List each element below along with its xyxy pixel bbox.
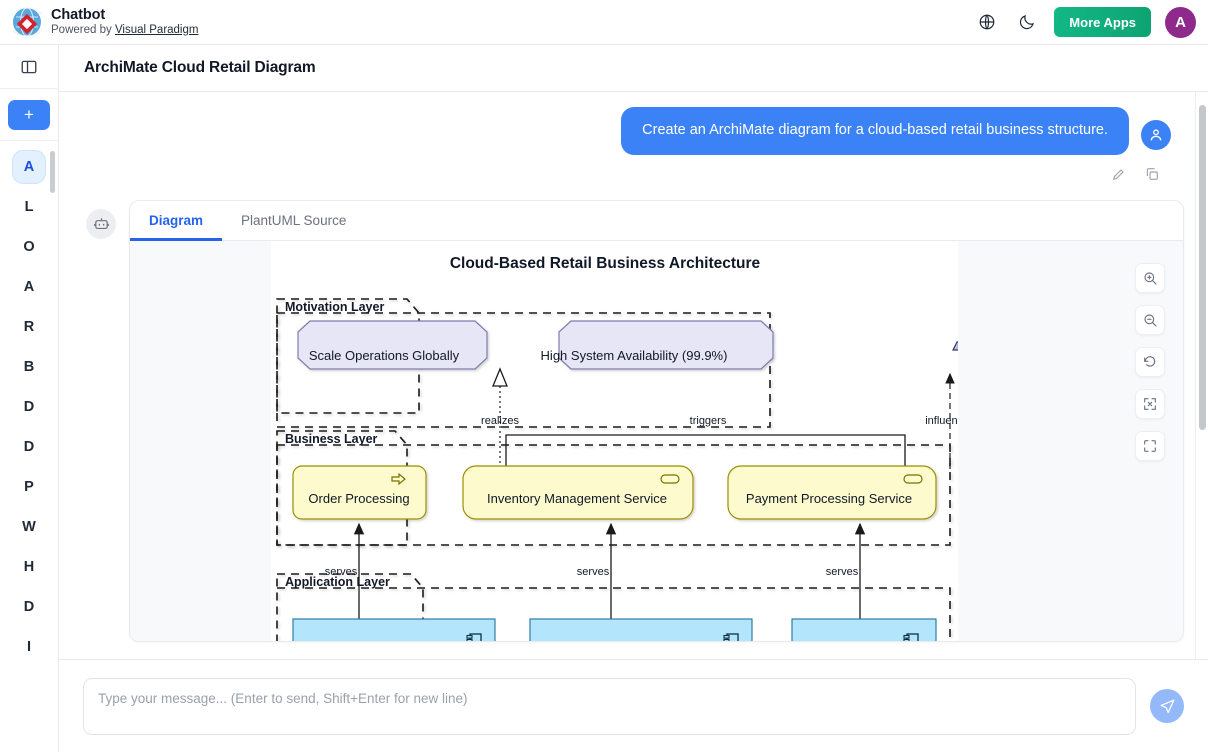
diagram-card: Diagram PlantUML Source	[129, 199, 1184, 642]
user-message-bubble: Create an ArchiMate diagram for a cloud-…	[621, 107, 1129, 155]
reset-zoom-icon[interactable]	[1135, 346, 1165, 377]
zoom-out-icon[interactable]	[1135, 304, 1165, 335]
chat-item-8[interactable]: P	[24, 479, 34, 495]
powered-by: Powered by Visual Paradigm	[51, 24, 198, 37]
main-area: ArchiMate Cloud Retail Diagram Create an…	[59, 45, 1208, 752]
rail-header	[0, 45, 58, 89]
requirement-icon	[952, 340, 958, 351]
copy-icon[interactable]	[1144, 166, 1160, 182]
chat-item-11[interactable]: D	[23, 599, 35, 615]
rail-new-chat-wrap: +	[0, 89, 58, 141]
svg-text:Scale Operations Globally: Scale Operations Globally	[309, 348, 460, 363]
svg-text:serves: serves	[577, 566, 610, 578]
page-title: ArchiMate Cloud Retail Diagram	[84, 59, 316, 76]
message-input[interactable]: Type your message... (Enter to send, Shi…	[83, 677, 1136, 735]
relation-triggers: triggers	[505, 415, 911, 491]
message-actions	[59, 155, 1208, 182]
svg-text:Inventory Management Service: Inventory Management Service	[487, 491, 667, 506]
svg-text:Payment Processing Service: Payment Processing Service	[746, 491, 912, 506]
account-avatar[interactable]: A	[1165, 6, 1196, 38]
application-component-icon	[723, 632, 739, 641]
new-chat-button[interactable]: +	[8, 99, 50, 130]
tab-plantuml-source[interactable]: PlantUML Source	[241, 212, 347, 228]
fit-screen-icon[interactable]	[1135, 388, 1165, 419]
business-service-icon	[660, 473, 680, 484]
chat-item-7[interactable]: D	[23, 439, 35, 455]
visual-paradigm-logo-icon	[8, 7, 46, 37]
canvas-toolbar	[1135, 262, 1165, 461]
svg-text:Motivation Layer: Motivation Layer	[285, 300, 384, 314]
business-service-icon	[903, 473, 923, 484]
svg-text:Order Processing: Order Processing	[308, 491, 409, 506]
more-apps-button[interactable]: More Apps	[1054, 7, 1151, 37]
card-tabs: Diagram PlantUML Source	[130, 201, 1183, 241]
powered-by-prefix: Powered by	[51, 23, 115, 36]
brand: Chatbot Powered by Visual Paradigm	[0, 7, 198, 37]
chat-scroll-area: Create an ArchiMate diagram for a cloud-…	[59, 92, 1208, 659]
relation-realizes: realizes	[481, 366, 519, 463]
bot-message-row: Diagram PlantUML Source	[59, 182, 1208, 642]
app-title: Chatbot	[51, 7, 106, 24]
chat-item-0[interactable]: A	[12, 150, 46, 184]
message-composer: Type your message... (Enter to send, Shi…	[59, 659, 1208, 752]
chat-item-12[interactable]: I	[26, 639, 32, 655]
robot-icon	[86, 208, 116, 239]
chat-scrollbar[interactable]	[1195, 92, 1208, 659]
fullscreen-icon[interactable]	[1135, 430, 1165, 461]
visual-paradigm-link[interactable]: Visual Paradigm	[114, 23, 199, 36]
diagram-canvas[interactable]: Cloud-Based Retail Business Architecture…	[130, 240, 1183, 641]
top-bar-actions: More Apps A	[974, 6, 1208, 38]
tab-diagram[interactable]: Diagram	[130, 201, 223, 241]
element-scale-operations-globally[interactable]: Scale Operations Globally	[297, 319, 700, 370]
svg-text:realizes: realizes	[481, 415, 519, 427]
chat-item-1[interactable]: L	[24, 199, 34, 215]
chat-scrollbar-thumb[interactable]	[1199, 105, 1206, 430]
top-bar: Chatbot Powered by Visual Paradigm More …	[0, 0, 1208, 45]
relation-influences: influences	[925, 372, 958, 469]
chat-item-9[interactable]: W	[22, 519, 36, 535]
send-icon	[1159, 698, 1175, 713]
svg-text:serves: serves	[826, 566, 859, 578]
chat-item-4[interactable]: R	[23, 319, 35, 335]
send-button[interactable]	[1150, 689, 1184, 723]
archimate-diagram: Cloud-Based Retail Business Architecture…	[276, 255, 958, 641]
diagram-page	[271, 240, 958, 641]
element-payment-processing-service[interactable]: Payment Processing Service	[727, 464, 937, 520]
svg-text:influences: influences	[925, 415, 958, 427]
element-inventory-management-service[interactable]: Inventory Management Service	[462, 464, 694, 520]
application-component-icon	[466, 632, 482, 641]
zoom-in-icon[interactable]	[1135, 262, 1165, 293]
chat-item-10[interactable]: H	[23, 559, 35, 575]
panel-toggle-icon[interactable]	[18, 56, 40, 78]
svg-text:High System Availability (99.9: High System Availability (99.9%)	[541, 348, 728, 363]
business-process-icon	[391, 472, 406, 485]
element-application-component-1[interactable]	[292, 617, 496, 641]
group-application-layer: Application Layer	[276, 572, 951, 641]
element-high-system-availability[interactable]: High System Availability (99.9%)	[541, 319, 958, 370]
svg-text:serves: serves	[325, 566, 358, 578]
chat-item-2[interactable]: O	[23, 239, 35, 255]
user-icon	[1141, 120, 1171, 150]
svg-text:Business Layer: Business Layer	[285, 432, 378, 446]
element-application-component-3[interactable]	[791, 617, 937, 641]
moon-icon[interactable]	[1014, 9, 1040, 35]
chat-item-3[interactable]: A	[23, 279, 35, 295]
element-order-processing[interactable]: Order Processing	[292, 464, 427, 520]
page-header: ArchiMate Cloud Retail Diagram	[59, 45, 1208, 92]
svg-text:Cloud-Based Retail Business Ar: Cloud-Based Retail Business Architecture	[450, 255, 761, 272]
chat-item-6[interactable]: D	[23, 399, 35, 415]
globe-icon[interactable]	[974, 9, 1000, 35]
edit-icon[interactable]	[1111, 166, 1127, 182]
application-component-icon	[903, 632, 919, 641]
svg-text:Application Layer: Application Layer	[285, 575, 390, 589]
svg-text:triggers: triggers	[690, 415, 727, 427]
rail-scrollbar-thumb[interactable]	[50, 151, 55, 193]
chat-item-5[interactable]: B	[23, 359, 35, 375]
user-message-row: Create an ArchiMate diagram for a cloud-…	[59, 92, 1208, 155]
element-application-component-2[interactable]	[529, 617, 753, 641]
